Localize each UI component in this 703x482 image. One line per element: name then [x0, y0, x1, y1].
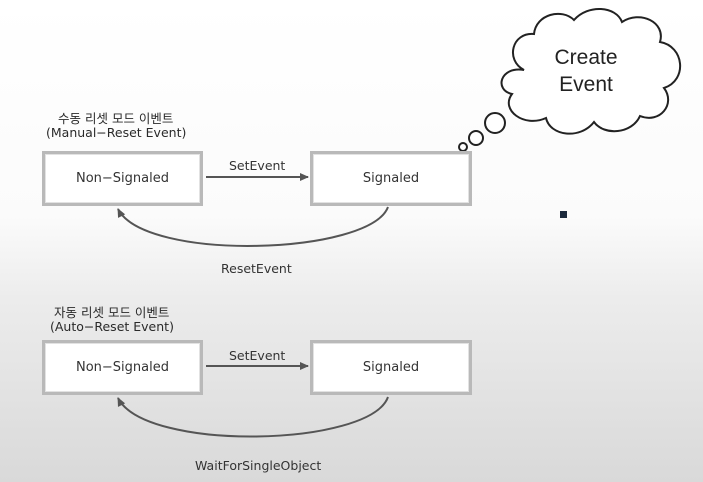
thought-bubble-small-circle	[468, 130, 484, 146]
state-label: Non−Signaled	[76, 171, 169, 186]
manual-reset-title-ko: 수동 리셋 모드 이벤트	[58, 111, 174, 126]
slide-bullet-marker	[560, 211, 567, 218]
auto-wait-label: WaitForSingleObject	[195, 458, 322, 473]
manual-state-non-signaled: Non−Signaled	[42, 151, 203, 206]
auto-state-non-signaled: Non−Signaled	[42, 340, 203, 395]
manual-resetevent-label: ResetEvent	[221, 261, 292, 276]
auto-wait-arrow	[117, 396, 389, 438]
thought-bubble-small-circle	[484, 112, 506, 134]
auto-reset-title-ko: 자동 리셋 모드 이벤트	[54, 305, 170, 320]
thought-bubble-cloud	[500, 7, 681, 135]
manual-setevent-label: SetEvent	[229, 158, 286, 173]
auto-state-signaled: Signaled	[310, 340, 472, 395]
thought-bubble-text: Create Event	[530, 44, 642, 98]
manual-resetevent-arrow	[117, 206, 389, 247]
state-label: Non−Signaled	[76, 360, 169, 375]
state-label: Signaled	[362, 171, 420, 186]
auto-setevent-label: SetEvent	[229, 348, 286, 363]
thought-bubble-line1: Create	[554, 46, 618, 69]
manual-state-signaled: Signaled	[310, 151, 472, 206]
auto-reset-title-en: (Auto−Reset Event)	[50, 319, 174, 334]
thought-bubble-small-circle	[458, 142, 468, 152]
manual-reset-title-en: (Manual−Reset Event)	[46, 125, 187, 140]
state-label: Signaled	[362, 360, 420, 375]
thought-bubble-line2: Event	[559, 73, 613, 96]
